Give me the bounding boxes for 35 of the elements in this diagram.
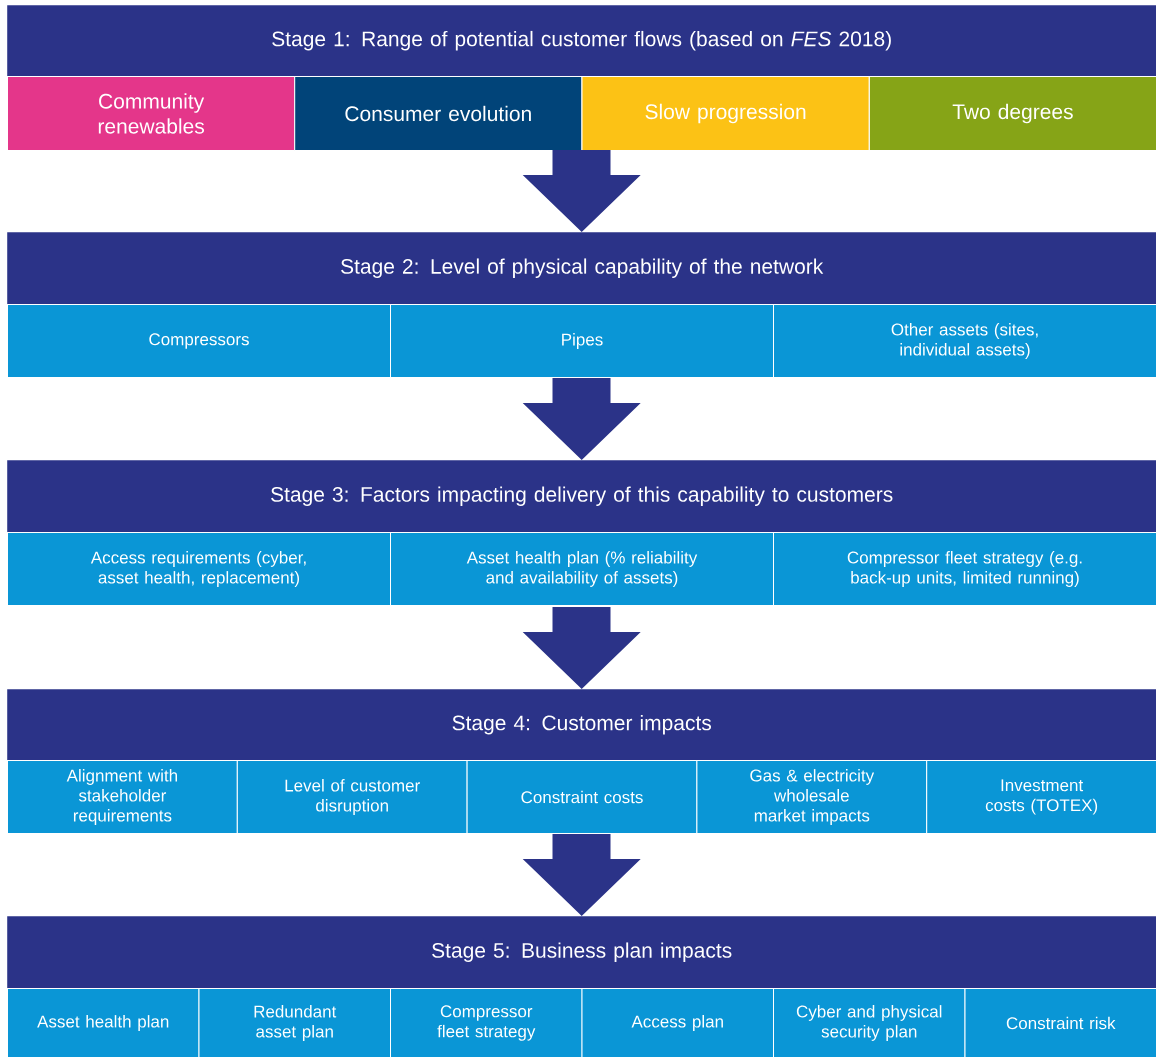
category-box: Compressor fleet strategy (e.g. back-up units, limited running) bbox=[773, 532, 1156, 606]
stage-banner: Stage 3: Factors impacting delivery of this capability to customers bbox=[7, 460, 1156, 533]
category-box: Asset health plan bbox=[7, 988, 200, 1057]
arrow bbox=[522, 834, 641, 916]
category-box: Cyber and physical security plan bbox=[773, 988, 966, 1057]
category-box: Compressor fleet strategy bbox=[390, 988, 583, 1057]
category-box: Other assets (sites, individual assets) bbox=[773, 304, 1156, 378]
arrow bbox=[522, 607, 641, 689]
category-box: Access plan bbox=[581, 988, 774, 1057]
stage-banner: Stage 4: Customer impacts bbox=[7, 689, 1156, 761]
node-label: Access plan bbox=[631, 1015, 723, 1031]
category-box: Slow progression bbox=[581, 76, 870, 151]
category-box: Alignment with stakeholder requirements bbox=[7, 760, 238, 834]
node-label: Compressor fleet strategy bbox=[437, 1005, 536, 1041]
arrow bbox=[522, 378, 641, 460]
stage-banner: Stage 5: Business plan impacts bbox=[7, 916, 1156, 989]
node-label: Other assets (sites, individual assets) bbox=[891, 323, 1038, 359]
arrow bbox=[522, 150, 641, 232]
category-box: Asset health plan (% reliability and availability of assets) bbox=[390, 532, 774, 606]
node-label: Redundant asset plan bbox=[254, 1005, 337, 1041]
category-box: Two degrees bbox=[868, 76, 1156, 151]
category-box: Access requirements (cyber, asset health, replacement) bbox=[7, 532, 391, 606]
stage-banner: Stage 1: Range of potential customer flows (based on FES 2018) bbox=[7, 5, 1156, 77]
stage-banner: Stage 2: Level of physical capability of the network bbox=[7, 232, 1156, 305]
category-box: Gas & electricity wholesale market impacts bbox=[696, 760, 928, 834]
category-box: Compressors bbox=[7, 304, 391, 378]
node-label: Asset health plan bbox=[37, 1015, 169, 1031]
category-box: Consumer evolution bbox=[294, 76, 583, 151]
category-box: Level of customer disruption bbox=[236, 760, 468, 834]
category-box: Redundant asset plan bbox=[198, 988, 391, 1057]
category-box: Pipes bbox=[390, 304, 774, 378]
category-box: Constraint costs bbox=[466, 760, 698, 834]
category-box: Constraint risk bbox=[964, 988, 1156, 1057]
category-box: Community renewables bbox=[7, 76, 296, 151]
category-box: Investment costs (TOTEX) bbox=[926, 760, 1156, 834]
